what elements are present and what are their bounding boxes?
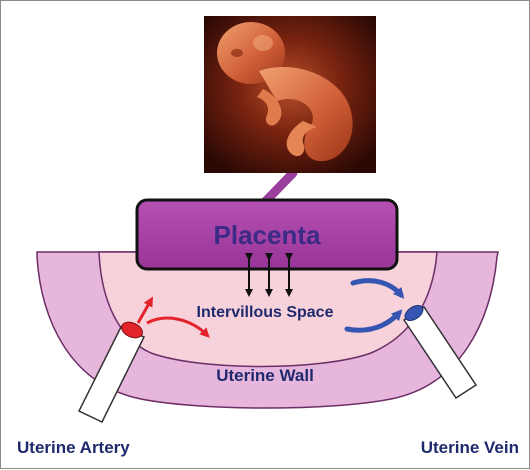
placenta-label: Placenta bbox=[214, 220, 321, 250]
intervillous-space-label: Intervillous Space bbox=[197, 304, 334, 321]
uterine-wall-label: Uterine Wall bbox=[216, 366, 314, 385]
uterine-vein-label: Uterine Vein bbox=[421, 438, 519, 457]
fetus-photo bbox=[204, 16, 376, 173]
uterine-artery-label: Uterine Artery bbox=[17, 438, 130, 457]
